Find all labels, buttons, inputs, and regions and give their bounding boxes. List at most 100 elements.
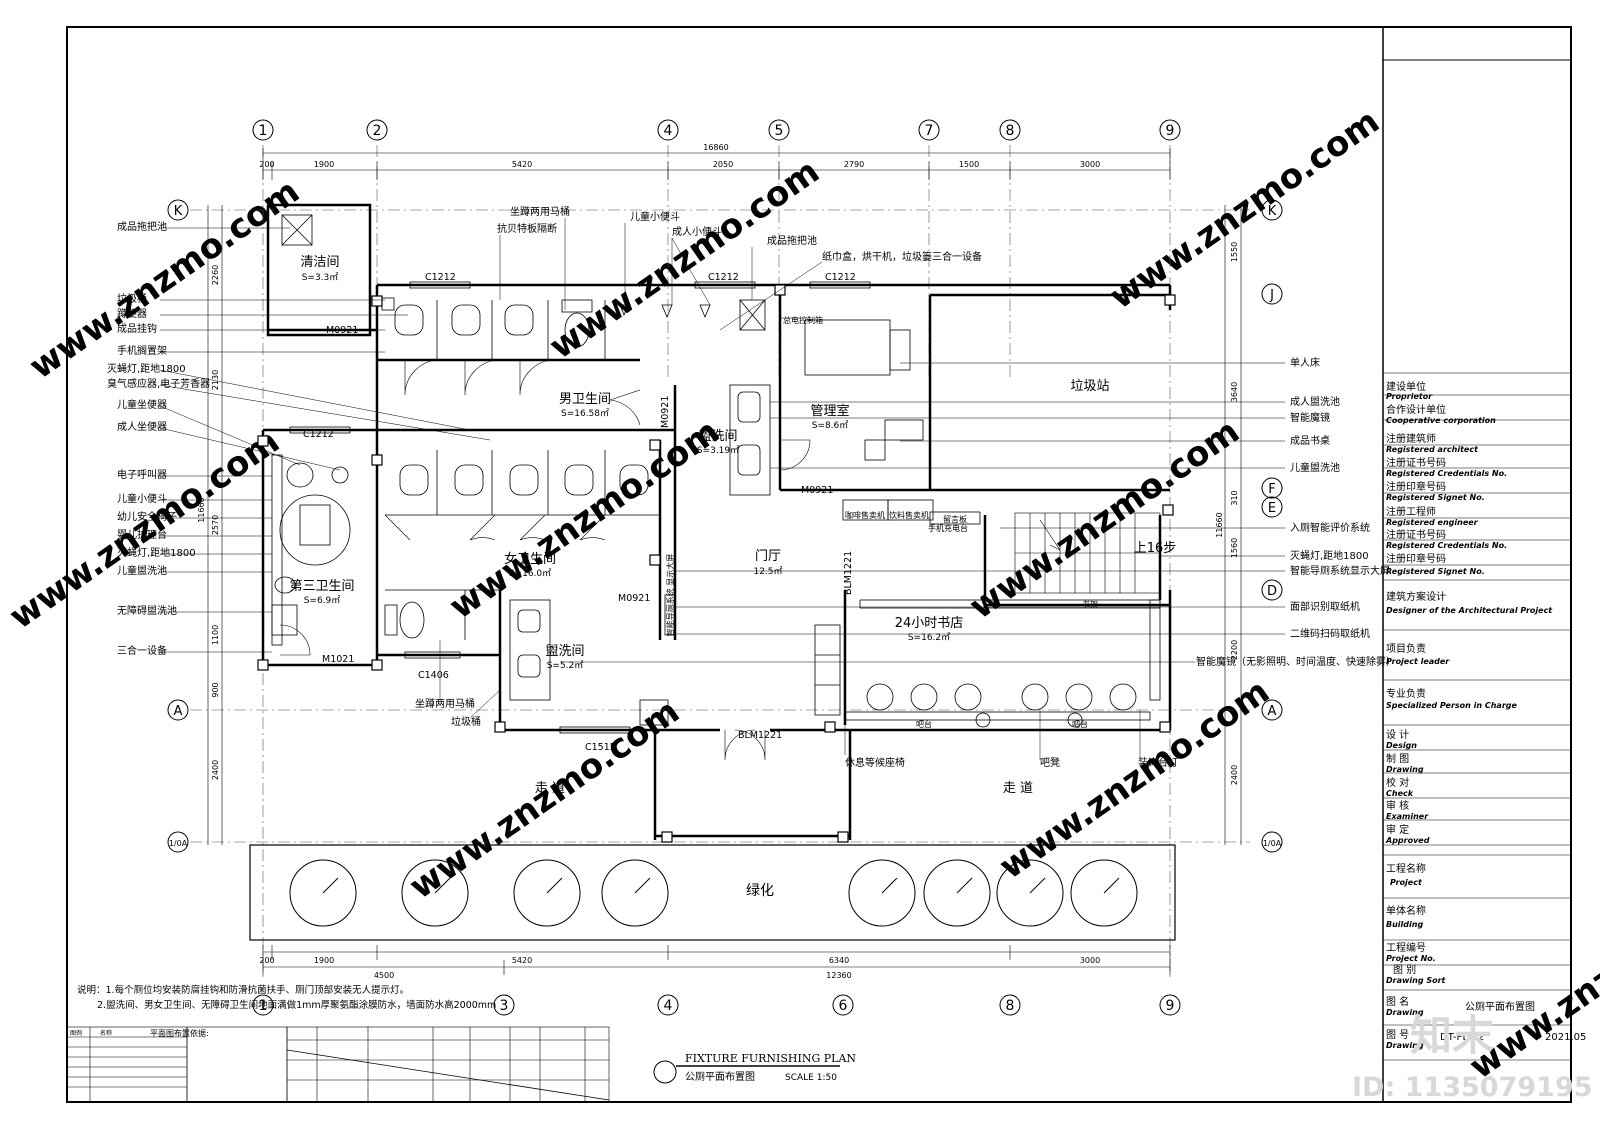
plan-title: FIXTURE FURNISHING PLAN 公厕平面布置图 SCALE 1:… (653, 1052, 856, 1084)
leader-labels-right: 单人床 成人盥洗池 智能魔镜 成品书桌 儿童盥洗池 入厕智能评价系统 灭蝇灯,距… (1196, 356, 1396, 668)
tb-cn: 专业负责 (1386, 687, 1426, 700)
fixture-label: 婴儿护理台 (117, 528, 167, 541)
fixture-label: 蹲便器 (117, 307, 147, 320)
fixture-label: 手机搁置架 (117, 344, 167, 357)
tb-cn: 图 名 (1386, 995, 1409, 1008)
door-code: M0921 (618, 593, 650, 604)
window-code: C1212 (425, 272, 456, 283)
dim-value: 11660 (1215, 512, 1224, 537)
fixture-label: 吧凳 (1040, 757, 1060, 769)
room-name: 第三卫生间 (289, 579, 354, 594)
dimensions-left: 2260 2130 2570 1100 900 2400 11660 (197, 205, 223, 845)
cleaning-fixtures (281, 214, 313, 246)
dim-value: 2400 (211, 760, 220, 780)
fixture-label: 坐蹲两用马桶 (510, 205, 570, 218)
note-line: 2.盥洗间、男女卫生间、无障碍卫生间地面满做1mm厚聚氨酯涂膜防水，墙面防水高2… (97, 999, 496, 1011)
fixture-label: 面部识别取纸机 (1290, 600, 1360, 613)
dim-value: 2400 (1230, 765, 1239, 785)
axis-label: E (1268, 501, 1276, 516)
legend-head: 名称 (100, 1029, 112, 1037)
tb-cn: 工程名称 (1386, 862, 1426, 875)
tb-en: Specialized Person in Charge (1386, 701, 1517, 710)
dim-value: 2790 (844, 160, 864, 169)
room-area: S=16.2㎡ (908, 632, 950, 643)
dim-value: 2260 (211, 265, 220, 285)
tb-cn: 注册证书号码 (1386, 456, 1446, 469)
tb-en: Drawing (1386, 765, 1424, 774)
axis-label: K (1268, 204, 1277, 219)
tb-cn: 注册工程师 (1386, 505, 1436, 518)
tb-en: Building (1386, 920, 1423, 929)
room-name: 垃圾站 (1070, 379, 1109, 394)
green-strip (249, 844, 1176, 941)
legend-head: 图例 (70, 1029, 82, 1037)
tb-cn: 注册建筑师 (1386, 432, 1436, 445)
leader-labels-top: 坐蹲两用马桶 抗贝特板隔断 儿童小便斗 成人小便斗 成品拖把池 纸巾盒，烘干机，… (497, 205, 982, 325)
axis-label: 1/0A (1263, 839, 1282, 848)
bar-label: 吧台 (1072, 719, 1088, 729)
walkway-label: 走 道 (1003, 781, 1033, 796)
bar-label: 吧台 (916, 719, 932, 729)
axis-label: 9 (1166, 998, 1175, 1014)
room-name: 男卫生间 (559, 392, 611, 407)
fixture-label: 休息等候座椅 (845, 756, 905, 769)
fixture-label: 灭蝇灯,距地1800 (107, 362, 186, 375)
leaders-left (159, 227, 491, 653)
window-code: C1406 (418, 670, 449, 681)
leader-labels-left: 成品拖把池 垃圾桶 蹲便器 成品挂钩 手机搁置架 灭蝇灯,距地1800 臭气感应… (107, 220, 210, 657)
fixture-label: 幼儿安全椅子 (117, 510, 177, 523)
dim-value: 2570 (211, 515, 220, 535)
door-code: M0921 (801, 485, 833, 496)
fixture-label: 成人小便斗 (672, 225, 722, 238)
axis-label: 9 (1166, 123, 1175, 139)
dim-value: 1900 (314, 160, 334, 169)
bookshop-fixtures (814, 499, 1161, 728)
door-code: BLM1221 (738, 730, 782, 741)
message-board-label: 留言板 (943, 514, 967, 524)
tb-en: Registered architect (1386, 445, 1479, 454)
window-code: C1212 (708, 272, 739, 283)
tb-cn: 建筑方案设计 (1386, 590, 1446, 603)
dim-value: 2200 (1230, 640, 1239, 660)
door-labels: M0921 M0921 M0921 M0921 M1021 BLM1221 BL… (322, 325, 854, 741)
fixture-label: 儿童盥洗池 (1290, 461, 1340, 474)
tb-en: Examiner (1386, 812, 1429, 821)
axis-label: 8 (1006, 123, 1015, 139)
tb-cn: 审 定 (1386, 823, 1409, 836)
room-labels: 清洁间 S=3.3㎡ 男卫生间 S=16.58㎡ 盥洗间 S=3.19㎡ 管理室… (289, 255, 1176, 899)
dimensions-right: 1550 3640 310 1560 2200 2400 11660 (1215, 205, 1242, 845)
room-name: 管理室 (810, 403, 849, 419)
columns (257, 284, 1176, 843)
dim-value: 310 (1230, 490, 1239, 505)
windows (289, 281, 871, 734)
axis-label: K (174, 204, 183, 219)
room-name: 清洁间 (300, 255, 339, 270)
axis-label: J (1269, 288, 1274, 303)
tb-en: Drawing (1386, 1008, 1424, 1017)
room-area: S=16.0㎡ (509, 568, 551, 579)
tb-en: Cooperative corporation (1386, 416, 1496, 425)
fixture-label: 装饰台灯 (1138, 756, 1178, 769)
plan-title-cn: 公厕平面布置图 (685, 1071, 755, 1083)
axis-label: 8 (1006, 998, 1015, 1014)
walkway-label: 走 道 (535, 781, 565, 796)
dim-value: 200 (259, 956, 274, 965)
axis-label: 1 (259, 123, 268, 139)
drawing-name: 公厕平面布置图 (1465, 1001, 1535, 1013)
fixture-label: 儿童小便斗 (630, 210, 680, 223)
fixture-label: 垃圾桶 (451, 715, 481, 728)
fixture-label: 灭蝇灯,距地1800 (117, 546, 196, 559)
dim-value: 200 (259, 160, 274, 169)
window-code: C1212 (303, 429, 334, 440)
plan-title-en: FIXTURE FURNISHING PLAN (685, 1052, 856, 1065)
fixture-label: 二维码扫码取纸机 (1290, 627, 1370, 640)
tb-cn: 单体名称 (1386, 904, 1426, 917)
note-line: 说明：1.每个厕位均安装防腐挂钩和防滑抗菌扶手、厕门顶部安装无人提示灯。 (77, 984, 409, 996)
walls (261, 203, 1172, 840)
dim-value: 2130 (211, 370, 220, 390)
tb-en: Registered Signet No. (1386, 567, 1485, 576)
axis-label: 1/0A (169, 839, 188, 848)
dimensions-top: 16860 200 1900 5420 2050 2790 1500 3000 (259, 143, 1171, 180)
fixture-label: 坐蹲两用马桶 (415, 697, 475, 710)
